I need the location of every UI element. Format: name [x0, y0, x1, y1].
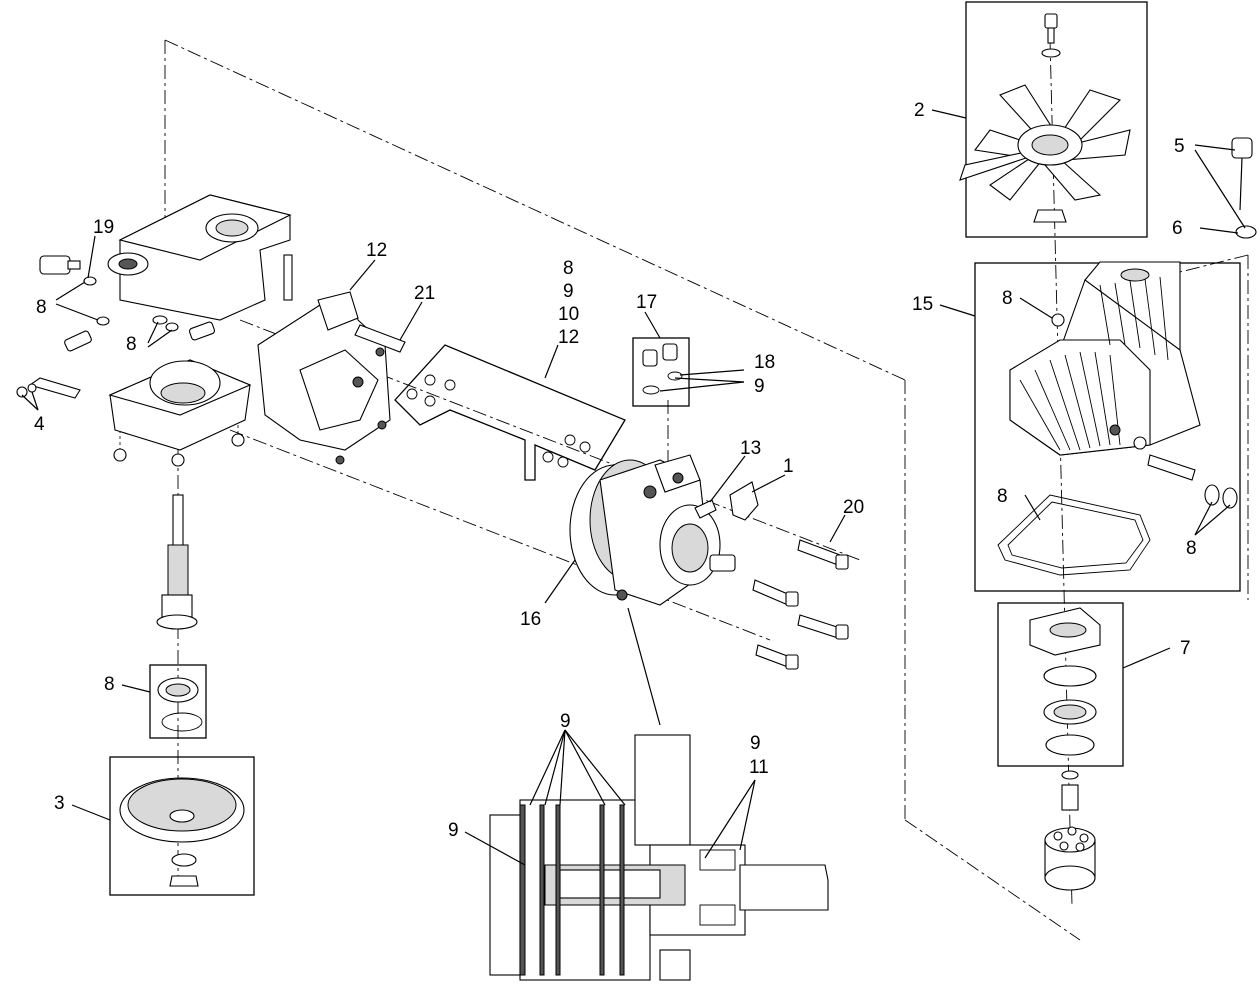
dipstick	[1231, 137, 1257, 239]
center-plate	[257, 291, 406, 465]
callout-labels: 19 8 8 4 12 21 8 9 10 12 17 18 9 13 1 20…	[34, 100, 1197, 841]
callout-8: 8	[36, 297, 47, 318]
callout-9: 9	[563, 281, 574, 302]
bolts	[752, 539, 849, 670]
check-valve-box	[632, 337, 690, 407]
callout-8: 8	[104, 674, 115, 695]
callout-2: 2	[914, 100, 925, 121]
callout-19: 19	[93, 217, 114, 238]
leader-lines	[21, 109, 1246, 866]
hydraulic-pump	[569, 454, 759, 606]
seal-kit-box	[394, 344, 626, 481]
callout-12: 12	[558, 327, 579, 348]
callout-9: 9	[750, 733, 761, 754]
swashplate-kit-box	[997, 602, 1124, 767]
callout-8: 8	[1002, 288, 1013, 309]
callout-3: 3	[54, 793, 65, 814]
callout-8: 8	[997, 486, 1008, 507]
fan-box	[959, 1, 1148, 238]
callout-17: 17	[636, 292, 657, 313]
callout-1: 1	[783, 456, 794, 477]
housing-box	[974, 261, 1241, 592]
callout-18: 18	[754, 352, 775, 373]
cover-plate-assembly	[16, 194, 293, 467]
callout-11: 11	[749, 757, 769, 778]
callout-15: 15	[912, 294, 933, 315]
callout-9: 9	[448, 820, 459, 841]
cylinder-block	[1044, 770, 1096, 891]
pump-cross-section	[489, 734, 829, 981]
callout-8: 8	[1186, 538, 1197, 559]
callout-20: 20	[843, 497, 864, 518]
callout-8: 8	[126, 334, 137, 355]
input-shaft	[156, 494, 198, 630]
callout-7: 7	[1180, 638, 1191, 659]
callout-13: 13	[740, 438, 761, 459]
callout-9: 9	[754, 376, 765, 397]
pulley-box	[109, 756, 255, 896]
callout-4: 4	[34, 414, 45, 435]
callout-16: 16	[520, 609, 541, 630]
bearing-kit-box	[149, 664, 207, 739]
callout-6: 6	[1172, 218, 1183, 239]
callout-10: 10	[558, 304, 579, 325]
callout-9: 9	[560, 711, 571, 732]
callout-21: 21	[414, 283, 435, 304]
callout-8: 8	[563, 258, 574, 279]
callout-12: 12	[366, 240, 387, 261]
callout-5: 5	[1174, 136, 1185, 157]
